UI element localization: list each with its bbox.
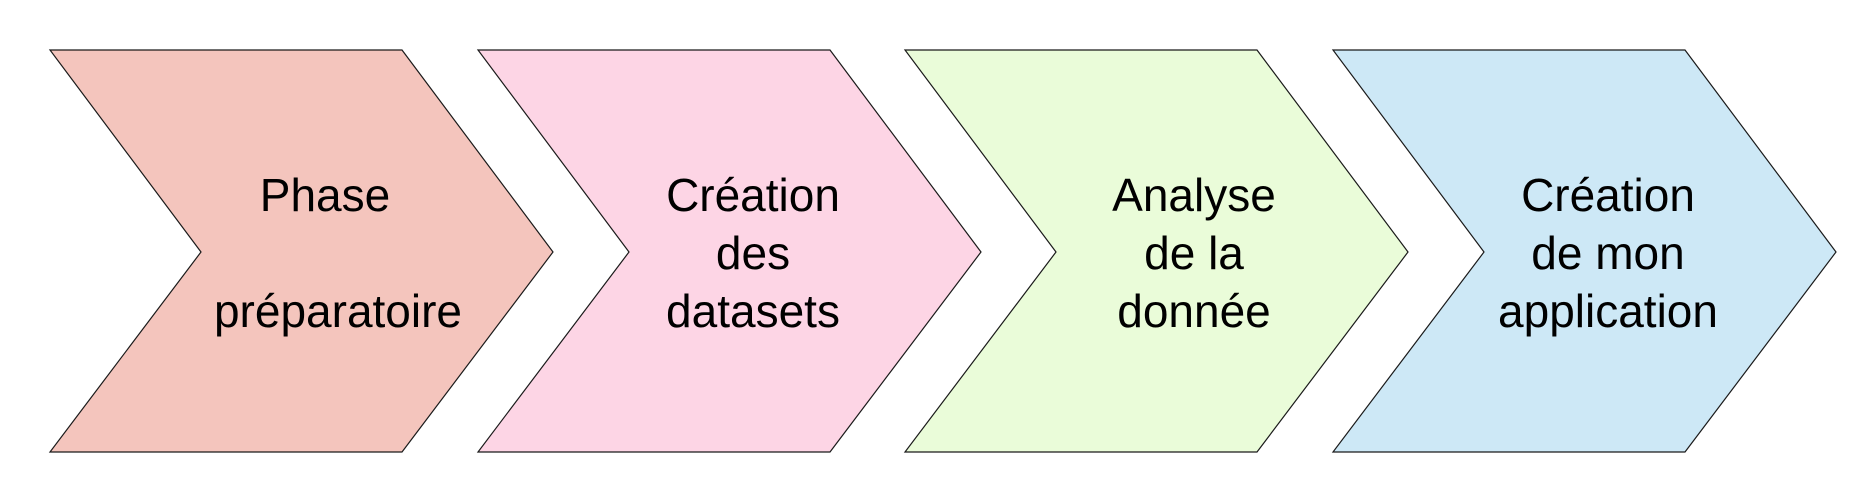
chevron-step-4-shape [1331,49,1837,453]
chevron-step-2-shape [476,49,982,453]
chevron-step-1: Phase préparatoire [48,49,554,453]
chevron-step-4-line-1: Création [1521,169,1695,221]
chevron-step-3-line-2: de la [1144,227,1244,279]
chevron-step-1-shape [48,49,554,453]
chevron-step-4-line-2: de mon [1531,227,1684,279]
chevron-step-2-line-2: des [716,227,790,279]
chevron-step-1-line-3: préparatoire [214,285,462,337]
chevron-step-3-line-1: Analyse [1112,169,1276,221]
chevron-step-2-line-1: Création [666,169,840,221]
chevron-step-4-line-3: application [1498,285,1718,337]
chevron-step-2: Création des datasets [476,49,982,453]
chevron-step-3: Analyse de la donnée [903,49,1409,453]
chevron-step-3-shape [903,49,1409,453]
chevron-step-4: Création de mon application [1331,49,1837,453]
chevron-step-1-line-1: Phase [260,169,390,221]
chevron-step-3-line-3: donnée [1117,285,1271,337]
chevron-step-2-line-3: datasets [666,285,840,337]
